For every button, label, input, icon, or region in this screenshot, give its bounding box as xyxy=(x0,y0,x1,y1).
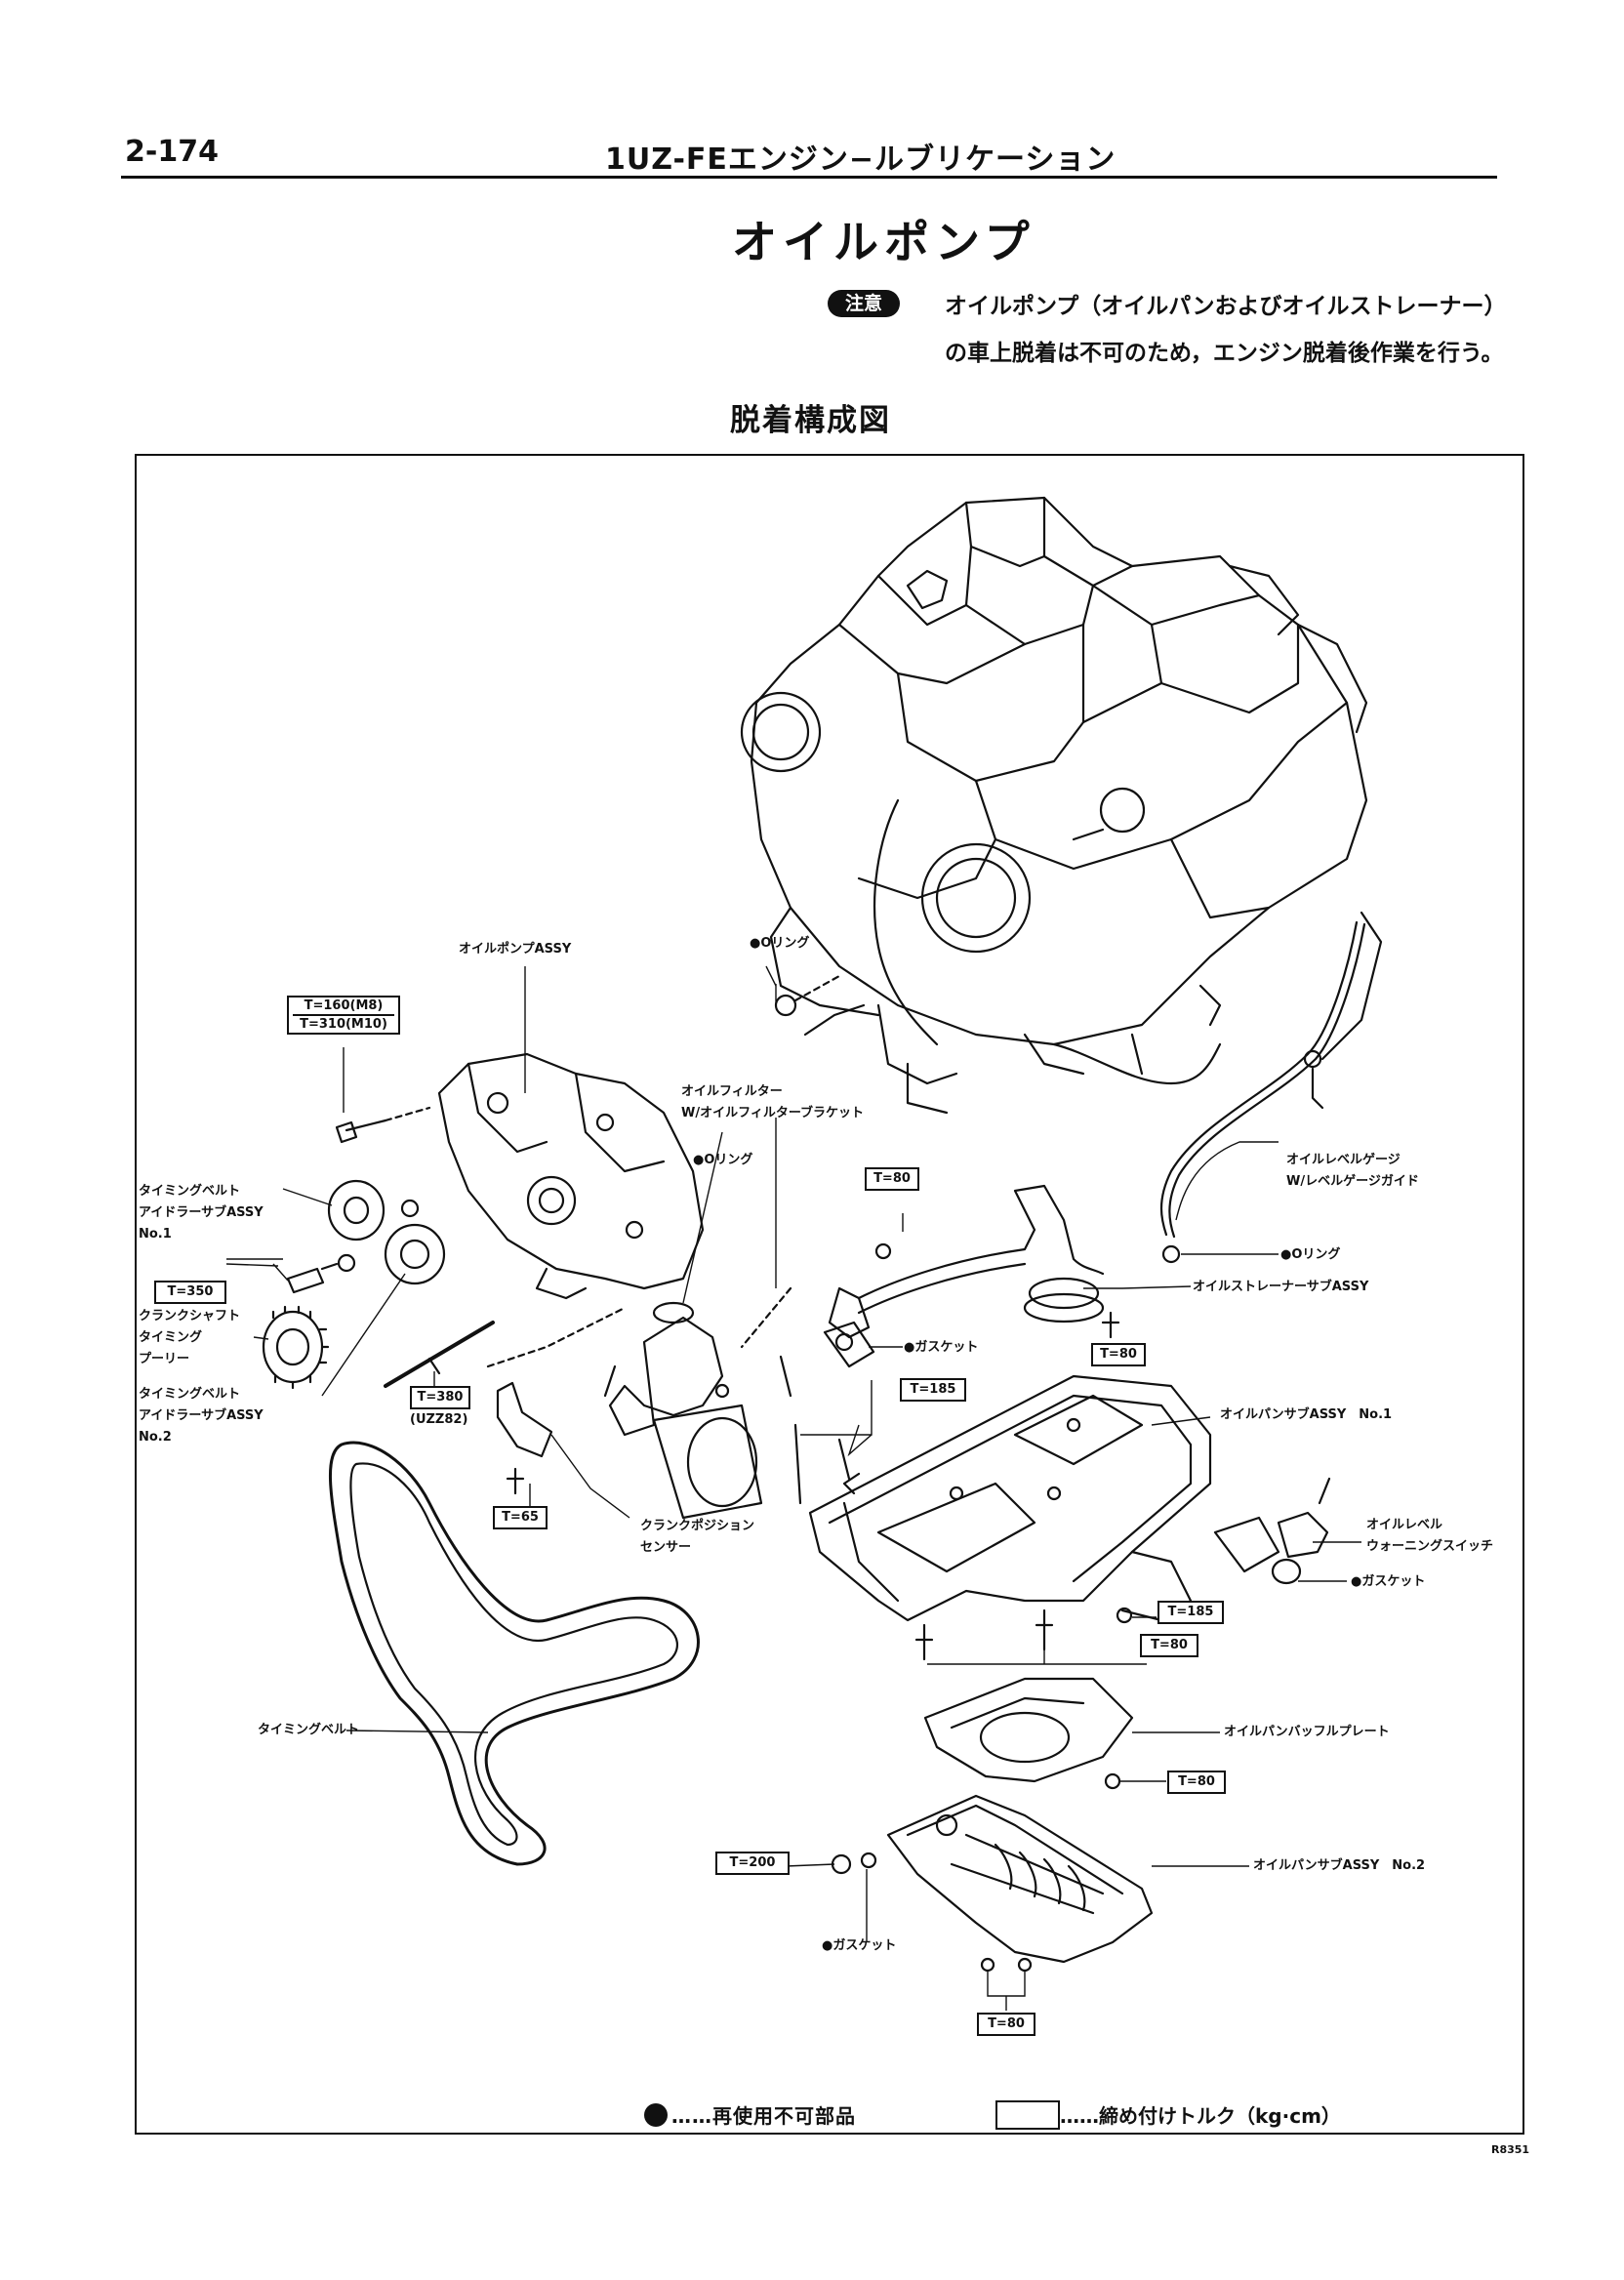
torque-box-oil-pump: T=160(M8) T=310(M10) xyxy=(287,996,400,1035)
figure-code: R8351 xyxy=(1491,2143,1530,2156)
torque-box-strainer-top: T=80 xyxy=(865,1167,919,1191)
torque-box-baffle: T=80 xyxy=(1167,1771,1226,1794)
label-oil-filter-2: W/オイルフィルターブラケット xyxy=(681,1106,865,1120)
oil-pan-no1-part xyxy=(808,1374,1212,1622)
diagram-subtitle: 脱着構成図 xyxy=(730,403,891,438)
legend-non-reusable-dot-icon xyxy=(644,2103,668,2127)
label-idler-no2-line2: アイドラーサブASSY xyxy=(139,1408,264,1423)
label-idler-no2-line3: No.2 xyxy=(139,1430,172,1445)
torque-box-pan1-nut: T=185 xyxy=(1157,1601,1224,1624)
idler-no1-part xyxy=(327,1179,386,1242)
label-oil-strainer: オイルストレーナーサブASSY xyxy=(1193,1280,1369,1294)
label-crank-sensor-1: クランクポジション xyxy=(640,1519,755,1533)
oil-level-gauge-part xyxy=(1159,920,1359,1237)
label-o-ring-gauge: ●Oリング xyxy=(1280,1247,1341,1262)
label-idler-no2-line1: タイミングベルト xyxy=(139,1387,241,1402)
label-timing-belt: タイミングベルト xyxy=(258,1723,360,1737)
label-oil-pan-no1: オイルパンサブASSY No.1 xyxy=(1220,1407,1393,1422)
caution-text-line-1: オイルポンプ（オイルパンおよびオイルストレーナー） xyxy=(945,294,1507,319)
label-idler-no1-line2: アイドラーサブASSY xyxy=(139,1205,264,1220)
label-oil-level-gauge-1: オイルレベルゲージ xyxy=(1286,1153,1401,1167)
legend-torque-text: ……締め付けトルク（kg·cm） xyxy=(1060,2104,1341,2128)
label-crank-pulley-line2: タイミング xyxy=(139,1330,203,1345)
caution-badge: 注意 xyxy=(828,290,900,317)
torque-pump-m10: T=310(M10) xyxy=(293,1014,394,1033)
idler-no2-part xyxy=(384,1223,446,1285)
torque-box-filter-bracket: T=185 xyxy=(900,1378,966,1402)
torque-box-pan2: T=80 xyxy=(977,2013,1035,2036)
label-gasket-switch: ●ガスケット xyxy=(1351,1574,1426,1589)
crankshaft-pulley-part xyxy=(262,1305,330,1390)
legend-torque-box-icon xyxy=(995,2100,1060,2130)
torque-pump-m8: T=160(M8) xyxy=(304,998,384,1013)
label-o-ring-top: ●Oリング xyxy=(750,936,810,951)
page-title: オイルポンプ xyxy=(732,216,1035,268)
label-idler-no1-line1: タイミングベルト xyxy=(139,1184,241,1199)
label-level-switch-2: ウォーニングスイッチ xyxy=(1366,1539,1494,1554)
label-oil-pan-no2: オイルパンサブASSY No.2 xyxy=(1253,1858,1426,1873)
torque-box-sensor: T=65 xyxy=(493,1506,548,1529)
label-crank-sensor-2: センサー xyxy=(640,1540,692,1555)
label-oil-pump-assy: オイルポンプASSY xyxy=(459,942,572,957)
oil-filter-part xyxy=(652,1404,763,1520)
o-ring-top-part xyxy=(774,994,797,1017)
section-title: 1UZ-FEエンジン−ルブリケーション xyxy=(605,142,1116,177)
label-uzz82: (UZZ82) xyxy=(410,1412,468,1427)
torque-box-drain: T=200 xyxy=(715,1852,790,1875)
diagram-frame xyxy=(135,454,1524,2135)
caution-text-line-2: の車上脱着は不可のため，エンジン脱着後作業を行う。 xyxy=(945,341,1504,366)
crank-position-sensor-part xyxy=(496,1381,553,1458)
oil-pan-no2-part xyxy=(886,1794,1154,1964)
torque-box-idler: T=350 xyxy=(154,1281,226,1304)
label-gasket-strainer: ●ガスケット xyxy=(904,1340,979,1355)
label-oil-level-gauge-2: W/レベルゲージガイド xyxy=(1286,1174,1419,1189)
label-baffle-plate: オイルパンバッフルプレート xyxy=(1224,1725,1390,1739)
engine-block-illustration xyxy=(740,496,1383,1115)
label-o-ring-filter: ●Oリング xyxy=(693,1153,753,1167)
torque-box-pan1-bolt: T=80 xyxy=(1140,1634,1198,1657)
torque-box-stud: T=380 xyxy=(410,1386,470,1409)
label-gasket-pan2: ●ガスケット xyxy=(822,1938,897,1953)
label-oil-filter-1: オイルフィルター xyxy=(681,1084,783,1099)
oil-filter-bracket-part xyxy=(608,1316,724,1437)
label-idler-no1-line3: No.1 xyxy=(139,1227,172,1242)
timing-belt-part xyxy=(328,1441,700,1866)
baffle-plate-part xyxy=(923,1677,1134,1783)
page-number: 2-174 xyxy=(125,135,219,169)
label-level-switch-1: オイルレベル xyxy=(1366,1518,1443,1532)
oil-level-switch-part xyxy=(1213,1516,1280,1573)
legend-non-reusable-text: ……再使用不可部品 xyxy=(671,2104,856,2128)
oil-pump-assy-part xyxy=(437,1052,705,1300)
oil-strainer-part xyxy=(857,1184,1105,1300)
torque-box-strainer-bottom: T=80 xyxy=(1091,1343,1146,1366)
label-crank-pulley-line3: プーリー xyxy=(139,1352,190,1366)
label-crank-pulley-line1: クランクシャフト xyxy=(139,1309,241,1323)
header-rule xyxy=(121,176,1497,179)
